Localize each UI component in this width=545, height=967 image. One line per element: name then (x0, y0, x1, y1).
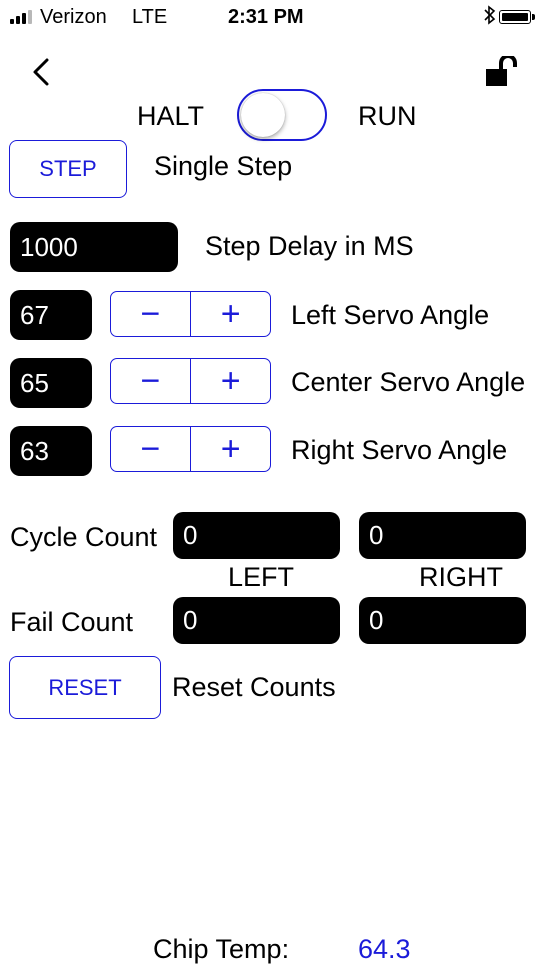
signal-strength-icon (10, 10, 34, 24)
fail-count-right-field: 0 (359, 597, 526, 644)
center-servo-angle-value[interactable]: 65 (10, 358, 92, 408)
cycle-count-left-field: 0 (173, 512, 340, 559)
left-servo-decrement-button[interactable]: − (140, 295, 161, 333)
chip-temp-value: 64.3 (358, 934, 411, 964)
bluetooth-icon (484, 5, 496, 31)
halt-label: HALT (137, 101, 205, 131)
toggle-knob (241, 93, 285, 137)
status-time: 2:31 PM (228, 6, 304, 28)
center-servo-increment-button[interactable]: + (220, 362, 241, 400)
cycle-count-label: Cycle Count (10, 522, 158, 552)
step-delay-input[interactable]: 1000 (10, 222, 178, 272)
center-servo-angle-label: Center Servo Angle (291, 367, 526, 397)
fail-count-label: Fail Count (10, 607, 134, 637)
right-servo-angle-label: Right Servo Angle (291, 435, 508, 465)
run-label: RUN (358, 101, 417, 131)
unlocked-padlock-icon[interactable] (484, 54, 520, 88)
right-column-header: RIGHT (419, 562, 503, 592)
left-column-header: LEFT (228, 562, 295, 592)
reset-counts-label: Reset Counts (172, 672, 336, 702)
right-servo-stepper: − + (110, 426, 271, 472)
right-servo-increment-button[interactable]: + (220, 430, 241, 468)
left-servo-angle-label: Left Servo Angle (291, 300, 490, 330)
status-bar: Verizon LTE 2:31 PM (0, 0, 545, 36)
carrier-name: Verizon (40, 6, 107, 28)
step-delay-label: Step Delay in MS (205, 231, 414, 261)
cycle-count-right-field: 0 (359, 512, 526, 559)
left-servo-increment-button[interactable]: + (220, 295, 241, 333)
right-servo-angle-value[interactable]: 63 (10, 426, 92, 476)
step-button[interactable]: STEP (9, 140, 127, 198)
chip-temp-label: Chip Temp: (153, 934, 290, 964)
halt-run-toggle[interactable] (237, 89, 327, 141)
fail-count-left-field: 0 (173, 597, 340, 644)
right-servo-decrement-button[interactable]: − (140, 430, 161, 468)
reset-button[interactable]: RESET (9, 656, 161, 719)
left-servo-stepper: − + (110, 291, 271, 337)
center-servo-decrement-button[interactable]: − (140, 362, 161, 400)
back-chevron-icon[interactable] (30, 57, 54, 87)
single-step-label: Single Step (154, 151, 293, 181)
left-servo-angle-value[interactable]: 67 (10, 290, 92, 340)
battery-icon (499, 10, 535, 24)
center-servo-stepper: − + (110, 358, 271, 404)
network-type: LTE (132, 6, 168, 28)
